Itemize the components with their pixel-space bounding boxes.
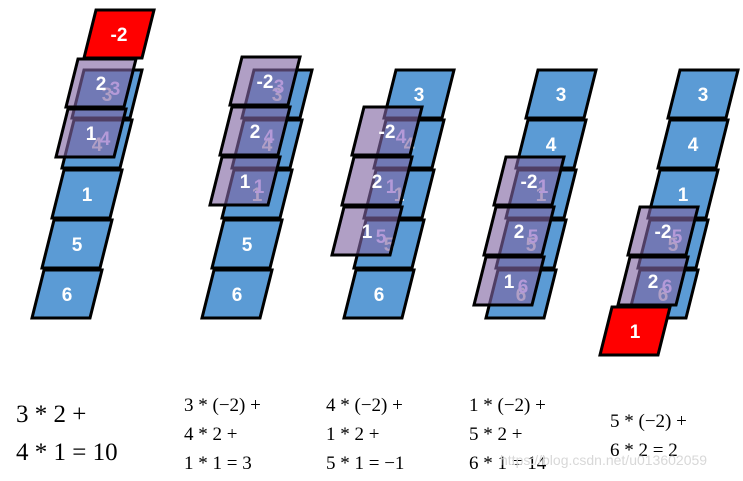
equation-line: 3 * (−2) + <box>184 395 261 416</box>
equation-block-2: 3 * (−2) + 4 * 2 + 1 * 1 = 3 <box>184 391 261 478</box>
data-cell <box>50 168 124 220</box>
aligned-value-label: 3 <box>274 77 285 98</box>
equation-line: 1 * 2 + <box>326 424 380 445</box>
kernel-cell <box>492 155 566 207</box>
kernel-cell-label: 2 <box>514 222 525 243</box>
kernel-cell-label: 1 <box>86 124 97 145</box>
equation-line: 4 * (−2) + <box>326 395 403 416</box>
data-cell <box>342 268 416 320</box>
kernel-cell <box>330 205 404 257</box>
equation-line: 4 * 2 + <box>184 424 238 445</box>
data-cell-label: 1 <box>678 185 689 206</box>
kernel-cell <box>482 205 556 257</box>
aligned-value-label: 1 <box>254 177 265 198</box>
data-cell-label: 3 <box>556 85 567 106</box>
data-cell-label: 6 <box>62 285 73 306</box>
aligned-value-label: 1 <box>538 177 549 198</box>
aligned-value-label: 6 <box>662 277 673 298</box>
data-cell-label: 3 <box>414 85 425 106</box>
aligned-value-label: 1 <box>386 177 397 198</box>
data-cell <box>666 68 740 120</box>
data-cell-label: 5 <box>242 235 253 256</box>
data-cell <box>40 218 114 270</box>
aligned-value-label: 5 <box>528 227 539 248</box>
kernel-cell-label: 2 <box>372 172 383 193</box>
equation-line: 5 * 2 + <box>469 424 523 445</box>
watermark: https://blog.csdn.net/u013602059 <box>500 452 708 468</box>
kernel-cell-label: -2 <box>655 222 672 243</box>
kernel-cell <box>54 107 128 159</box>
padding-cell <box>82 8 156 60</box>
data-cell <box>30 268 104 320</box>
kernel-cell-label: 1 <box>240 172 251 193</box>
data-cell-label: 4 <box>546 135 557 156</box>
data-cell-label: 6 <box>232 285 243 306</box>
kernel-cell <box>472 255 546 307</box>
kernel-cell <box>64 57 138 109</box>
equation-line: 6 * 2 = 2 <box>610 440 678 461</box>
aligned-value-label: 6 <box>518 277 529 298</box>
equation-line: 1 * 1 = 3 <box>184 453 252 474</box>
aligned-value-label: 4 <box>264 127 275 148</box>
kernel-cell-label: -2 <box>257 72 274 93</box>
data-cell <box>200 268 274 320</box>
kernel-cell <box>616 255 690 307</box>
kernel-cell-label: 1 <box>362 222 373 243</box>
aligned-value-label: 5 <box>672 227 683 248</box>
aligned-value-label: 5 <box>376 227 387 248</box>
equation-block-4: 1 * (−2) + 5 * 2 + 6 * 1 = 14 <box>469 391 546 478</box>
data-cell <box>210 218 284 270</box>
kernel-cell <box>340 155 414 207</box>
data-cell-label: 3 <box>698 85 709 106</box>
equation-block-5: 5 * (−2) + 6 * 2 = 2 <box>610 407 687 465</box>
kernel-cell-label: 2 <box>96 74 107 95</box>
padding-cell-label: 1 <box>630 322 641 343</box>
kernel-cell-label: -2 <box>521 172 538 193</box>
kernel-cell <box>350 105 424 157</box>
padding-cell-label: -2 <box>111 25 128 46</box>
kernel-cell <box>626 205 700 257</box>
kernel-cell <box>228 55 302 107</box>
data-cell <box>524 68 598 120</box>
equation-block-3: 4 * (−2) + 1 * 2 + 5 * 1 = −1 <box>326 391 404 478</box>
data-cell-label: 5 <box>72 235 83 256</box>
equation-line: 3 * 2 + <box>16 401 87 428</box>
equation-line: 5 * 1 = −1 <box>326 453 405 474</box>
equation-line: 4 * 1 = 10 <box>16 439 118 466</box>
kernel-cell <box>208 155 282 207</box>
aligned-value-label: 3 <box>110 79 121 100</box>
kernel-cell-label: -2 <box>379 122 396 143</box>
data-cell-label: 4 <box>688 135 699 156</box>
aligned-value-label: 4 <box>100 129 111 150</box>
padding-cell <box>598 305 672 357</box>
kernel-cell-label: 2 <box>250 122 261 143</box>
equation-line: 5 * (−2) + <box>610 411 687 432</box>
equation-block-1: 3 * 2 + 4 * 1 = 10 <box>16 396 118 472</box>
kernel-cell-label: 1 <box>504 272 515 293</box>
data-cell-label: 6 <box>374 285 385 306</box>
data-cell <box>656 118 730 170</box>
kernel-cell-label: 2 <box>648 272 659 293</box>
data-cell-label: 1 <box>82 185 93 206</box>
aligned-value-label: 4 <box>396 127 407 148</box>
kernel-cell <box>218 105 292 157</box>
equation-line: 1 * (−2) + <box>469 395 546 416</box>
equation-line: 6 * 1 = 14 <box>469 453 547 474</box>
